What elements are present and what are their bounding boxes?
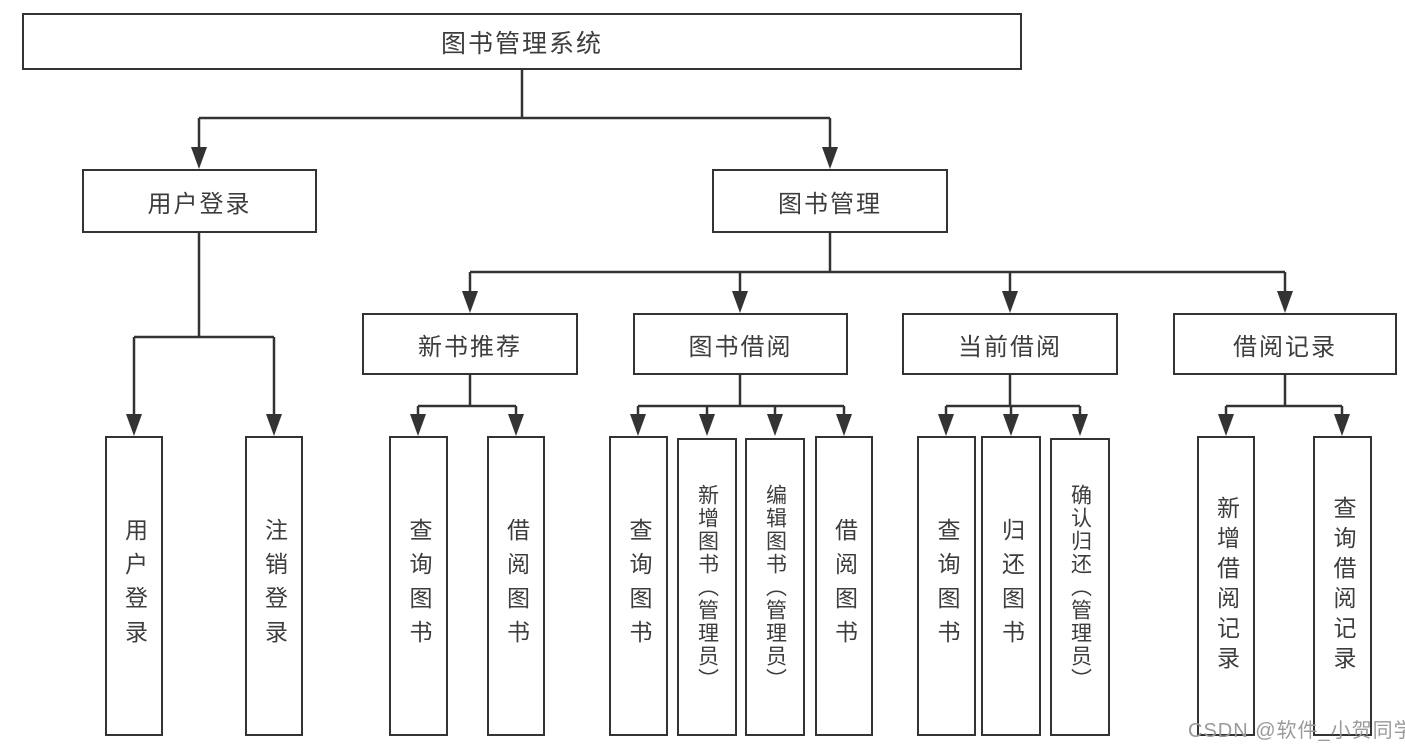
node-bb-add-book-admin: 新增图书（管理员） — [677, 438, 737, 736]
node-new-book-recommend-label: 新书推荐 — [418, 333, 522, 361]
node-bb-borrow-book-label: 借阅图书 — [831, 518, 858, 654]
node-book-borrowing-label: 图书借阅 — [688, 333, 793, 361]
node-bb-borrow-book: 借阅图书 — [815, 436, 873, 736]
node-bb-query-book: 查询图书 — [609, 436, 668, 736]
node-user-login-label: 用户登录 — [147, 190, 252, 218]
node-cb-return-book-label: 归还图书 — [998, 518, 1025, 654]
node-br-add-record: 新增借阅记录 — [1197, 436, 1255, 736]
node-cb-return-book: 归还图书 — [981, 436, 1041, 736]
node-library-system-label: 图书管理系统 — [440, 29, 603, 58]
node-book-management-label: 图书管理 — [778, 190, 882, 218]
node-nb-query-book: 查询图书 — [389, 436, 448, 736]
node-bb-query-book-label: 查询图书 — [626, 518, 652, 654]
arrowheads — [126, 147, 1350, 436]
node-logout-label: 注销登录 — [261, 518, 288, 654]
node-nb-query-book-label: 查询图书 — [406, 518, 432, 654]
node-bb-edit-book-admin-label: 编辑图书（管理员） — [763, 483, 787, 691]
node-br-query-record-label: 查询借阅记录 — [1330, 496, 1356, 676]
node-cb-confirm-return-admin-label: 确认归还（管理员） — [1068, 483, 1092, 691]
csdn-watermark: CSDN @软件_小贺同学 — [1188, 720, 1405, 742]
node-br-add-record-label: 新增借阅记录 — [1213, 496, 1240, 676]
node-current-borrowing-label: 当前借阅 — [958, 333, 1062, 361]
node-borrowing-records-label: 借阅记录 — [1233, 333, 1337, 361]
node-borrowing-records: 借阅记录 — [1173, 313, 1397, 375]
node-user-login-leaf-label: 用户登录 — [121, 518, 148, 654]
node-nb-borrow-book: 借阅图书 — [487, 436, 545, 736]
node-book-borrowing: 图书借阅 — [633, 313, 848, 375]
node-logout: 注销登录 — [245, 436, 303, 736]
node-br-query-record: 查询借阅记录 — [1313, 436, 1372, 736]
node-bb-add-book-admin-label: 新增图书（管理员） — [695, 483, 719, 691]
node-bb-edit-book-admin: 编辑图书（管理员） — [745, 438, 805, 736]
node-user-login-leaf: 用户登录 — [105, 436, 163, 736]
node-new-book-recommend: 新书推荐 — [362, 313, 578, 375]
node-library-system: 图书管理系统 — [22, 13, 1022, 70]
node-cb-confirm-return-admin: 确认归还（管理员） — [1050, 438, 1110, 736]
node-cb-query-book: 查询图书 — [917, 436, 976, 736]
node-book-management: 图书管理 — [712, 169, 948, 233]
node-nb-borrow-book-label: 借阅图书 — [503, 518, 530, 654]
node-user-login: 用户登录 — [82, 169, 317, 233]
node-current-borrowing: 当前借阅 — [902, 313, 1118, 375]
node-cb-query-book-label: 查询图书 — [934, 518, 960, 654]
